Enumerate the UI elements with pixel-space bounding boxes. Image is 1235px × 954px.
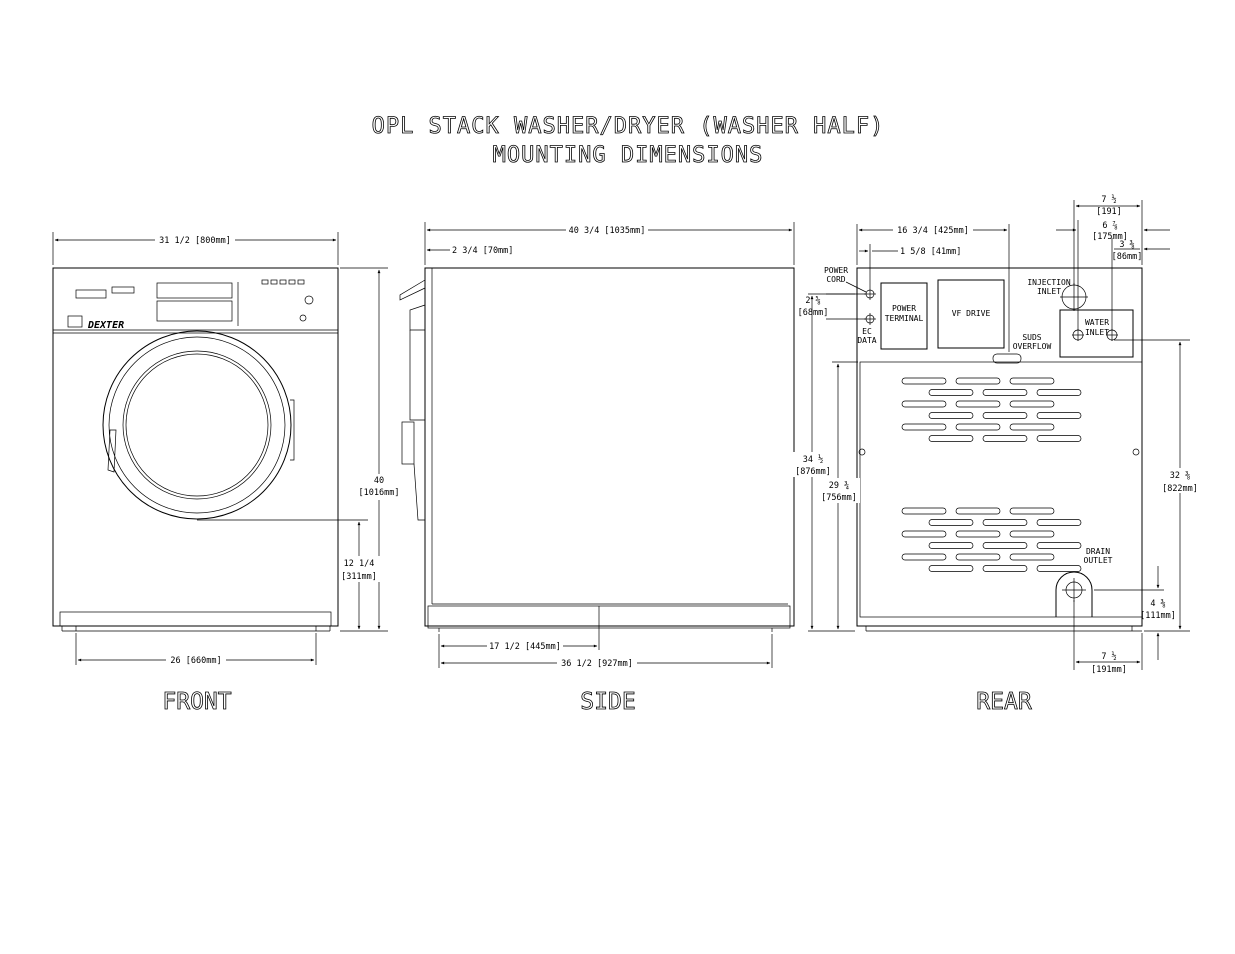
ec-data-label-2: DATA — [857, 336, 876, 345]
side-depth-dimension: 40 3/4 [1035mm] — [569, 226, 646, 236]
water-inlet-a-inches: 6 ⅞ — [1102, 221, 1117, 231]
vent-slot — [901, 400, 947, 408]
drain-height-mm: [111mm] — [1140, 611, 1176, 621]
brand-logo: DEXTER — [87, 320, 124, 331]
side-view: 40 3/4 [1035mm] 2 3/4 [70mm] 17 1/2 [445… — [399, 222, 795, 715]
vent-slot — [901, 377, 947, 385]
front-view: DEXTER 31 1/2 [800mm] 40 [1016mm] — [52, 232, 402, 715]
vent-slot — [955, 400, 1001, 408]
side-view-label: SIDE — [580, 689, 635, 715]
vent-slot — [1036, 565, 1082, 572]
drain-outlet-label-1: DRAIN — [1086, 547, 1110, 556]
door-center-inches: 12 1/4 — [344, 559, 375, 569]
vent-slot — [928, 389, 974, 396]
vent-slot — [928, 412, 974, 419]
rear-view-label: REAR — [976, 689, 1032, 715]
vent-slot — [1009, 377, 1055, 385]
vent-slot — [982, 565, 1028, 572]
vent-slot — [901, 507, 947, 515]
rear-back-height-inches: 29 ¾ — [829, 481, 849, 491]
rear-cord-height-inches: 34 ½ — [803, 454, 823, 465]
vf-drive-box — [937, 279, 1005, 349]
vent-slot — [955, 507, 1001, 515]
vent-slot — [901, 553, 947, 561]
control-panel: DEXTER — [67, 279, 314, 331]
water-inlet-box — [1059, 309, 1134, 358]
injection-inlet-label-2: INLET — [1037, 287, 1061, 296]
suds-overflow-label-2: OVERFLOW — [1013, 342, 1052, 351]
drain-width-inches: 7 ½ — [1101, 651, 1116, 662]
vent-slot — [955, 553, 1001, 561]
rear-view: POWER TERMINAL VF DRIVE WATER INLET INJE… — [792, 194, 1202, 715]
vent-slot — [982, 412, 1028, 419]
water-inlet-b-inches: 3 ⅜ — [1119, 240, 1134, 250]
water-inlet-label-2: INLET — [1085, 328, 1109, 337]
rear-inlet-height-inches: 32 ⅜ — [1170, 471, 1190, 481]
rear-to-cord-dimension: 1 5/8 [41mm] — [900, 247, 961, 257]
front-width-dimension: 31 1/2 [800mm] — [159, 236, 231, 246]
rear-back-height-mm: [756mm] — [821, 493, 857, 503]
drawing-title-line2: MOUNTING DIMENSIONS — [493, 143, 764, 168]
power-cord-label-2: CORD — [826, 275, 845, 284]
vf-drive-label: VF DRIVE — [952, 309, 991, 318]
vent-slot — [1036, 435, 1082, 442]
water-inlet-a-mm: [175mm] — [1092, 232, 1128, 242]
vent-slot — [1009, 507, 1055, 515]
side-foot-mid-dimension: 17 1/2 [445mm] — [489, 642, 561, 652]
vent-slot — [1009, 400, 1055, 408]
vent-slot — [1009, 553, 1055, 561]
vent-slot — [982, 519, 1028, 526]
vent-slot — [955, 377, 1001, 385]
vent-slot — [901, 530, 947, 538]
ec-data-label-1: EC — [862, 327, 872, 336]
vent-slot — [1036, 542, 1082, 549]
door-center-mm: [311mm] — [341, 572, 377, 582]
water-inlet-label-1: WATER — [1085, 318, 1109, 327]
vent-slot — [982, 542, 1028, 549]
vent-slot — [1036, 519, 1082, 526]
rear-cord-height-mm: [876mm] — [795, 467, 831, 477]
drain-outlet — [1055, 571, 1093, 617]
power-cord-label-1: POWER — [824, 266, 848, 275]
vent-slot — [1009, 423, 1055, 431]
vent-slot — [1036, 412, 1082, 419]
vent-slot — [928, 519, 974, 526]
side-overhang-dimension: 2 3/4 [70mm] — [452, 246, 513, 256]
front-height-mm: [1016mm] — [359, 488, 400, 498]
suds-overflow-label-1: SUDS — [1022, 333, 1041, 342]
drawing-title-line1: OPL STACK WASHER/DRYER (WASHER HALF) — [372, 114, 885, 139]
power-terminal-label-1: POWER — [892, 304, 916, 313]
injection-inlet-label-1: INJECTION — [1027, 278, 1071, 287]
vent-slot — [955, 423, 1001, 431]
front-height-inches: 40 — [374, 476, 384, 486]
vent-slot — [982, 389, 1028, 396]
suds-overflow-port — [992, 353, 1022, 364]
water-inlet-b-mm: [86mm] — [1112, 252, 1143, 262]
vent-slot — [928, 435, 974, 442]
vent-slot — [928, 565, 974, 572]
drain-width-mm: [191mm] — [1091, 665, 1127, 675]
washer-door — [102, 330, 295, 520]
drain-height-inches: 4 ⅜ — [1150, 599, 1165, 609]
cord-gap-mm: [68mm] — [798, 308, 829, 318]
side-foot-total-dimension: 36 1/2 [927mm] — [561, 659, 633, 669]
vent-slot — [901, 423, 947, 431]
front-view-label: FRONT — [162, 689, 231, 715]
vent-slot — [928, 542, 974, 549]
front-foot-spacing: 26 [660mm] — [170, 656, 221, 666]
drain-outlet-label-2: OUTLET — [1084, 556, 1113, 565]
injection-width-mm: [191] — [1096, 207, 1122, 217]
vent-slot — [982, 435, 1028, 442]
power-terminal-label-2: TERMINAL — [885, 314, 924, 323]
cord-gap-inches: 2 ⅝ — [805, 296, 820, 306]
vent-slot — [1009, 530, 1055, 538]
vent-slot — [955, 530, 1001, 538]
rear-to-inlet-dimension: 16 3/4 [425mm] — [897, 226, 969, 236]
vent-slot — [1036, 389, 1082, 396]
vent-slots — [901, 377, 1082, 572]
injection-width-inches: 7 ½ — [1101, 194, 1116, 205]
rear-inlet-height-mm: [822mm] — [1162, 484, 1198, 494]
power-terminal-box — [880, 282, 928, 350]
